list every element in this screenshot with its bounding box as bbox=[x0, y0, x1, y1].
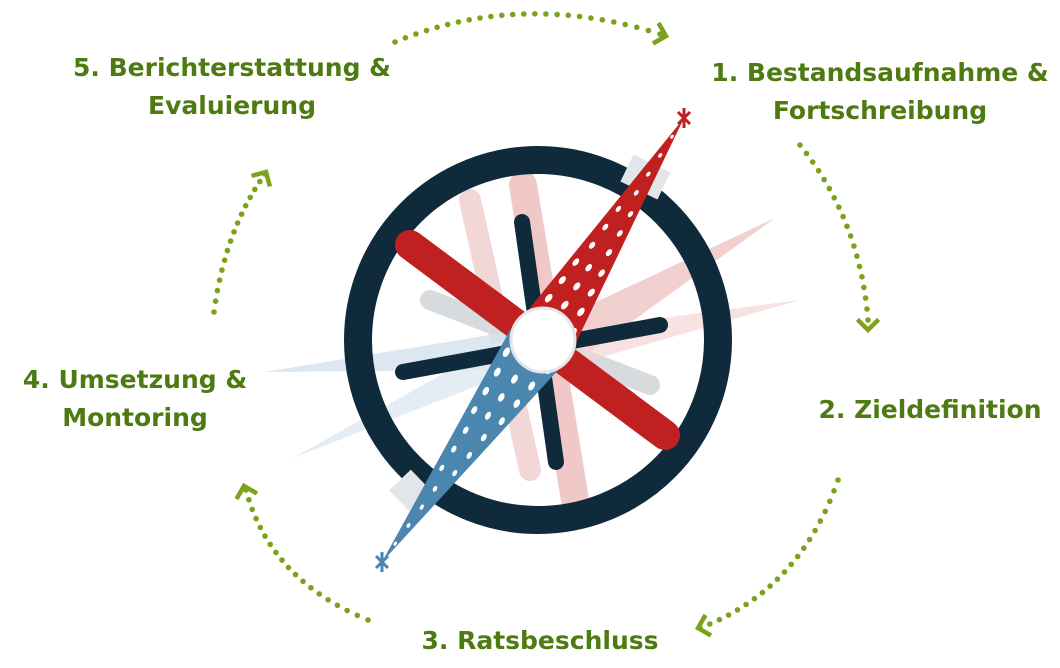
step-5-label: 5. Berichterstattung & Evaluierung bbox=[62, 49, 402, 125]
dotted-arrow-5-to-1 bbox=[392, 11, 663, 45]
compass-ring bbox=[344, 146, 732, 534]
north-needle-holes bbox=[528, 134, 674, 337]
step-4-line-1: 4. Umsetzung & bbox=[22, 365, 248, 394]
needle-tip-north-icon bbox=[676, 108, 692, 128]
arrowhead-3-to-4-icon bbox=[234, 482, 259, 501]
cycle-arrows bbox=[211, 11, 881, 638]
step-5-line-2: Evaluierung bbox=[148, 91, 316, 120]
needle-tip-south-icon bbox=[374, 552, 390, 572]
compass-hub bbox=[509, 306, 577, 374]
needle-north bbox=[512, 118, 684, 355]
dotted-arrow-2-to-3 bbox=[697, 477, 841, 631]
needle-south bbox=[382, 330, 572, 562]
ghost-needle-red-2 bbox=[570, 300, 800, 362]
step-1-label: 1. Bestandsaufnahme & Fortschreibung bbox=[700, 54, 1060, 130]
arrowhead-5-to-1-icon bbox=[651, 21, 670, 46]
step-1-line-1: 1. Bestandsaufnahme & bbox=[711, 58, 1049, 87]
step-3-line-1: 3. Ratsbeschluss bbox=[421, 626, 659, 655]
dotted-arrow-3-to-4 bbox=[243, 487, 371, 623]
arrowhead-2-to-3-icon bbox=[694, 613, 713, 638]
arrowhead-1-to-2-icon bbox=[855, 317, 881, 334]
step-2-label: 2. Zieldefinition bbox=[810, 391, 1050, 429]
step-3-label: 3. Ratsbeschluss bbox=[395, 622, 685, 660]
dotted-arrow-1-to-2 bbox=[797, 142, 871, 323]
step-4-label: 4. Umsetzung & Montoring bbox=[10, 361, 260, 437]
step-2-line-1: 2. Zieldefinition bbox=[818, 395, 1042, 424]
ghost-needle-red bbox=[562, 218, 775, 352]
step-5-line-1: 5. Berichterstattung & bbox=[73, 53, 391, 82]
step-4-line-2: Montoring bbox=[62, 403, 208, 432]
step-1-line-2: Fortschreibung bbox=[772, 96, 988, 125]
arrowhead-4-to-5-icon bbox=[250, 169, 273, 188]
dotted-arrow-4-to-5 bbox=[211, 171, 268, 315]
